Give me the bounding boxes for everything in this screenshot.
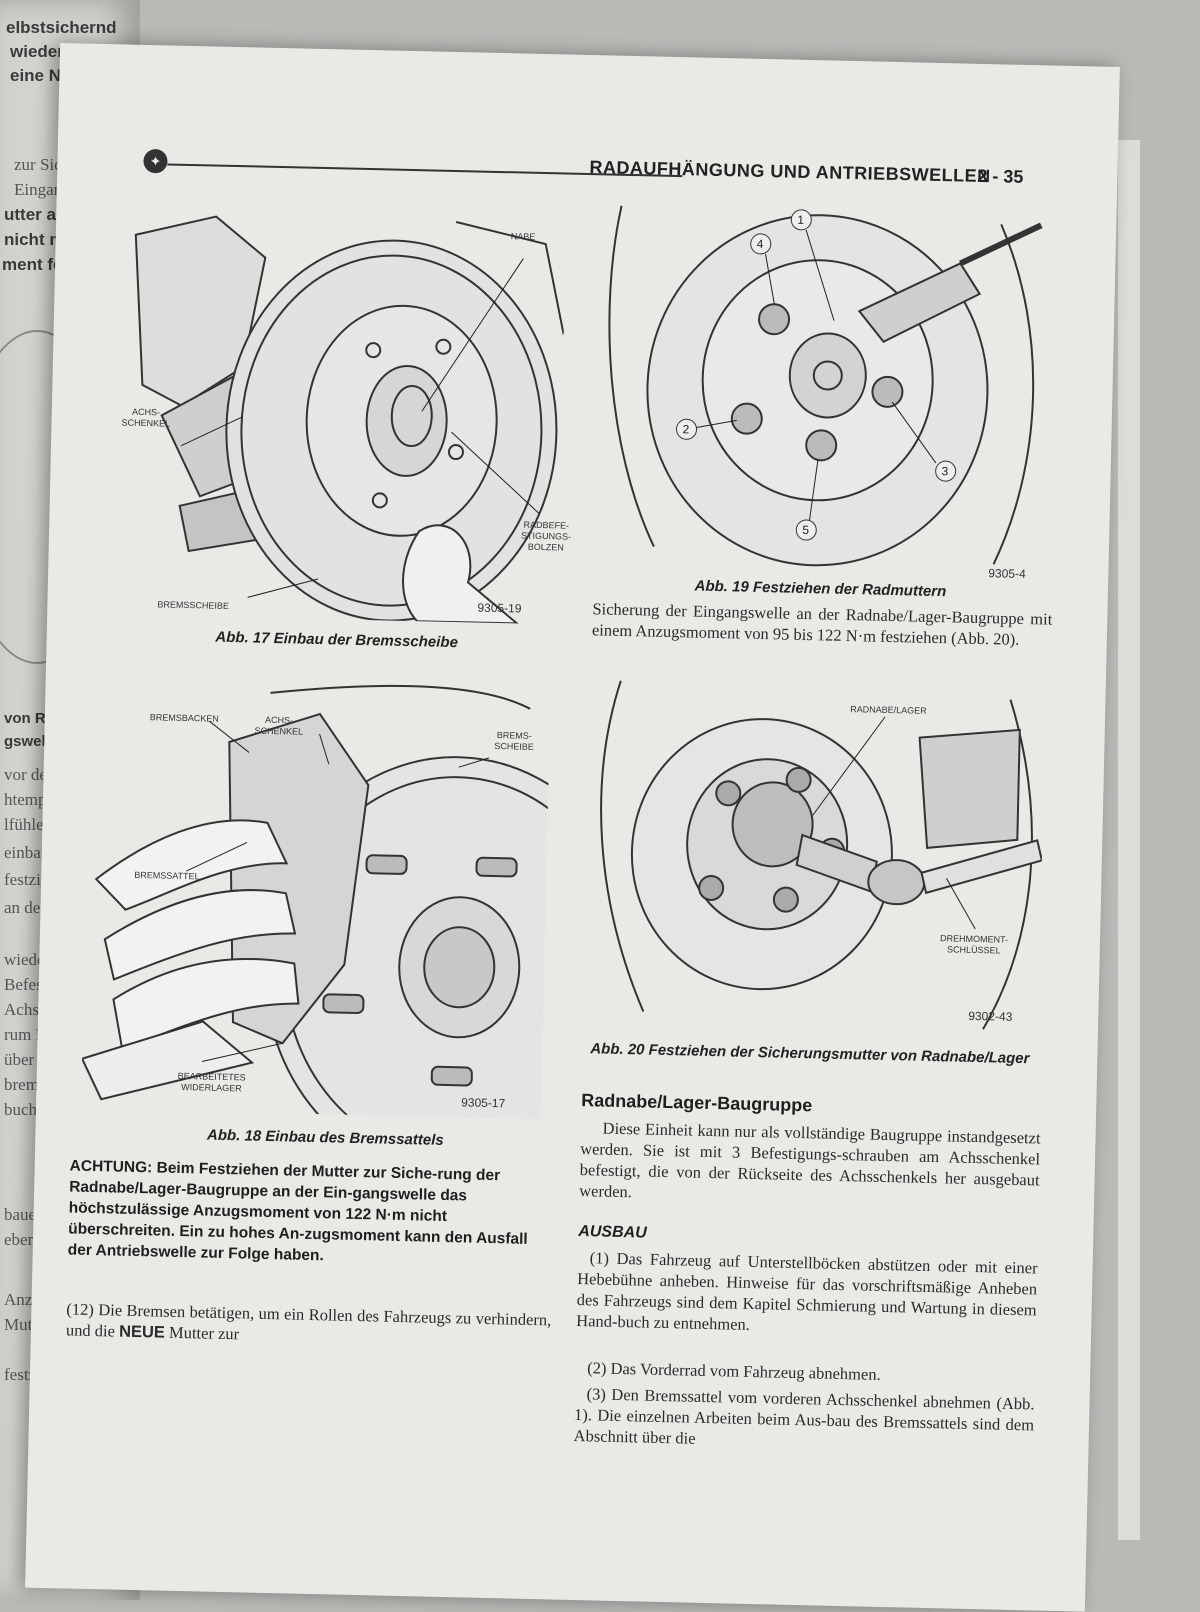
page-number: 2 - 35 [977, 165, 1024, 187]
intro-paragraph: Sicherung der Eingangswelle an der Radna… [591, 599, 1053, 649]
label-achsschenkel: ACHS- SCHENKEL [254, 714, 304, 737]
callout-1: 1 [797, 213, 804, 227]
figure-19-caption: Abb. 19 Festziehen der Radmuttern [694, 577, 947, 601]
step-12: (12) Die Bremsen betätigen, um ein Rolle… [66, 1298, 552, 1352]
figure-20-caption: Abb. 20 Festziehen der Sicherungsmutter … [590, 1040, 1030, 1068]
label-bremssattel: BREMSSATTEL [134, 869, 200, 882]
wheel-nut-tightening-illustration: 1 4 2 3 5 [608, 205, 1043, 567]
callout-2: 2 [682, 422, 689, 436]
callout-3: 3 [941, 464, 948, 478]
label-bremsbacken: BREMSBACKEN [149, 712, 219, 724]
step-1: (1) Das Fahrzeug auf Unterstellböcken ab… [576, 1248, 1038, 1334]
figure-17: NABE ACHS- SCHENKEL RADBEFE- STIGUNGS- B… [117, 175, 571, 625]
figure-code: 9302-43 [968, 1008, 1013, 1024]
label-bearbeitetes-widerlager: BEARBEITETES WIDERLAGER [177, 1070, 246, 1094]
brake-disc-illustration [134, 215, 565, 625]
label-drehmomentschluessel: DREHMOMENT- SCHLÜSSEL [939, 933, 1009, 956]
left-page-fragment: elbstsichernd [6, 18, 117, 37]
label-bremsscheibe: BREMSSCHEIBE [157, 599, 230, 611]
page-title: RADAUFHÄNGUNG UND ANTRIEBSWELLEN [589, 157, 991, 187]
label-bremsscheibe: BREMS- SCHEIBE [494, 730, 534, 752]
step-3: (3) Den Bremssattel vom vorderen Achssch… [573, 1384, 1035, 1448]
section-paragraph: Diese Einheit kann nur als vollständige … [579, 1118, 1041, 1202]
brake-caliper-illustration [80, 684, 552, 1120]
page-stack-edge [1117, 140, 1140, 1540]
subsection-heading: AUSBAU [578, 1223, 647, 1242]
step-12-text-end: Mutter zur [164, 1322, 240, 1344]
section-heading: Radnabe/Lager-Baugruppe [581, 1090, 813, 1116]
brand-logo-icon: ✦ [143, 148, 168, 174]
label-nabe: NABE [510, 231, 536, 242]
figure-code: 9305-19 [477, 600, 522, 616]
hub-nut-tightening-illustration [600, 680, 1044, 1030]
figure-20: RADNABE/LAGER DREHMOMENT- SCHLÜSSEL 9302… [583, 670, 1046, 1035]
figure-19: 1 4 2 3 5 9305-4 [593, 185, 1057, 581]
callout-5: 5 [802, 523, 809, 537]
figure-code: 9305-4 [988, 566, 1026, 582]
figure-code: 9305-17 [461, 1095, 506, 1111]
callout-4: 4 [757, 237, 764, 251]
warning-note: ACHTUNG: Beim Festziehen der Mutter zur … [67, 1157, 528, 1265]
label-radbefestigungsbolzen: RADBEFE- STIGUNGS- BOLZEN [520, 519, 572, 553]
step-12-emphasis: NEUE [118, 1322, 166, 1342]
label-achsschenkel: ACHS- SCHENKEL [121, 406, 171, 429]
figure-18: BREMSBACKEN ACHS- SCHENKEL BREMS- SCHEIB… [80, 659, 552, 1120]
label-radnabe-lager: RADNABE/LAGER [850, 704, 927, 716]
figure-17-caption: Abb. 17 Einbau der Bremsscheibe [215, 628, 459, 652]
manual-page: ✦ RADAUFHÄNGUNG UND ANTRIEBSWELLEN 2 - 3… [25, 42, 1120, 1612]
figure-18-caption: Abb. 18 Einbau des Bremssattels [206, 1126, 444, 1149]
